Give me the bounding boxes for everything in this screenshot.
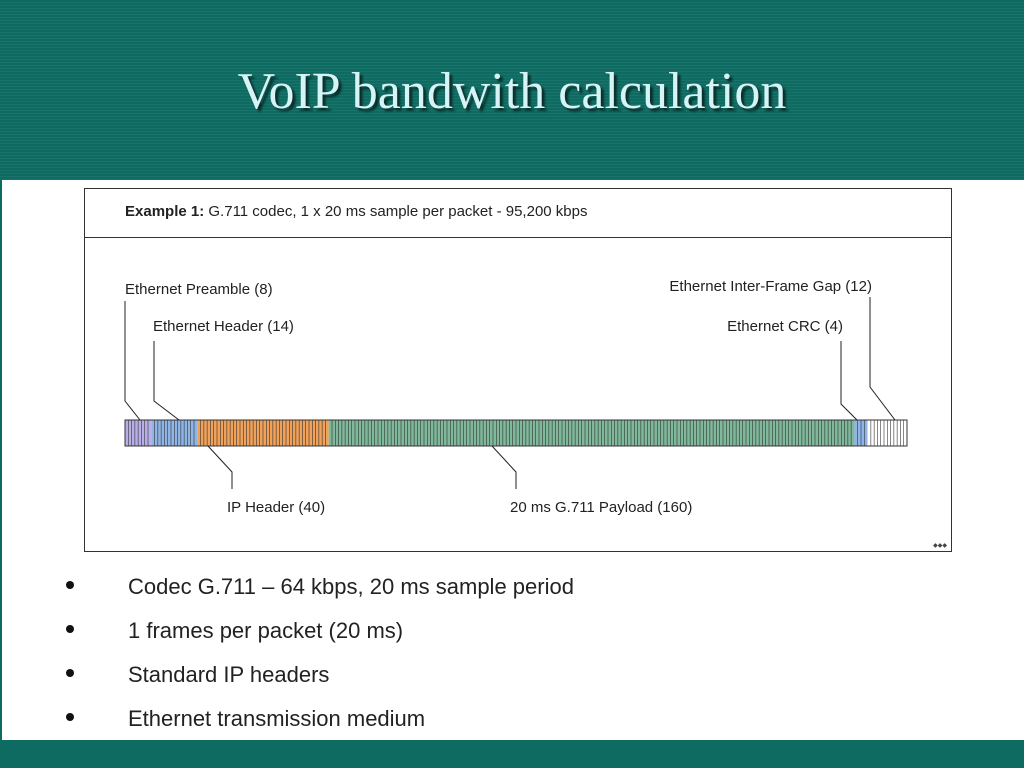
label-eth-header: Ethernet Header (14) bbox=[153, 318, 294, 335]
bullet-text: Codec G.711 – 64 kbps, 20 ms sample peri… bbox=[128, 574, 574, 599]
leader-eth-header bbox=[153, 341, 180, 421]
frame-diagram: Ethernet Preamble (8) Ethernet Header (1… bbox=[124, 278, 908, 516]
label-payload: 20 ms G.711 Payload (160) bbox=[510, 499, 692, 516]
left-rule bbox=[0, 180, 2, 740]
leader-ip-header bbox=[207, 445, 233, 489]
caption-bold: Example 1: bbox=[125, 203, 205, 220]
label-crc: Ethernet CRC (4) bbox=[727, 318, 843, 335]
title-bar: VoIP bandwith calculation bbox=[0, 0, 1024, 180]
label-ifg: Ethernet Inter-Frame Gap (12) bbox=[669, 278, 872, 295]
frame-bar bbox=[125, 420, 907, 446]
bullet-icon bbox=[66, 625, 74, 633]
bullet-text: 1 frames per packet (20 ms) bbox=[128, 618, 404, 643]
bullet-icon bbox=[66, 713, 74, 721]
bullet-icon bbox=[66, 669, 74, 677]
slide-title: VoIP bandwith calculation bbox=[237, 63, 787, 120]
bullet-text: Standard IP headers bbox=[128, 662, 330, 687]
figure-mark: ◆◆◆ bbox=[933, 543, 947, 549]
caption-text: G.711 codec, 1 x 20 ms sample per packet… bbox=[204, 203, 588, 220]
leader-ifg bbox=[869, 297, 896, 421]
figure-caption: Example 1: G.711 codec, 1 x 20 ms sample… bbox=[125, 203, 587, 220]
leader-preamble bbox=[124, 301, 141, 421]
label-ip-header: IP Header (40) bbox=[227, 499, 325, 516]
leader-crc bbox=[840, 341, 858, 421]
frame-diagram-figure: Example 1: G.711 codec, 1 x 20 ms sample… bbox=[84, 188, 952, 552]
label-preamble: Ethernet Preamble (8) bbox=[125, 281, 273, 298]
caption-divider bbox=[85, 237, 951, 238]
frame-outline bbox=[124, 419, 908, 447]
bullet-icon bbox=[66, 581, 74, 589]
bullet-text: Ethernet transmission medium bbox=[128, 706, 426, 731]
leader-payload bbox=[491, 445, 517, 489]
footer-bar bbox=[0, 740, 1024, 768]
